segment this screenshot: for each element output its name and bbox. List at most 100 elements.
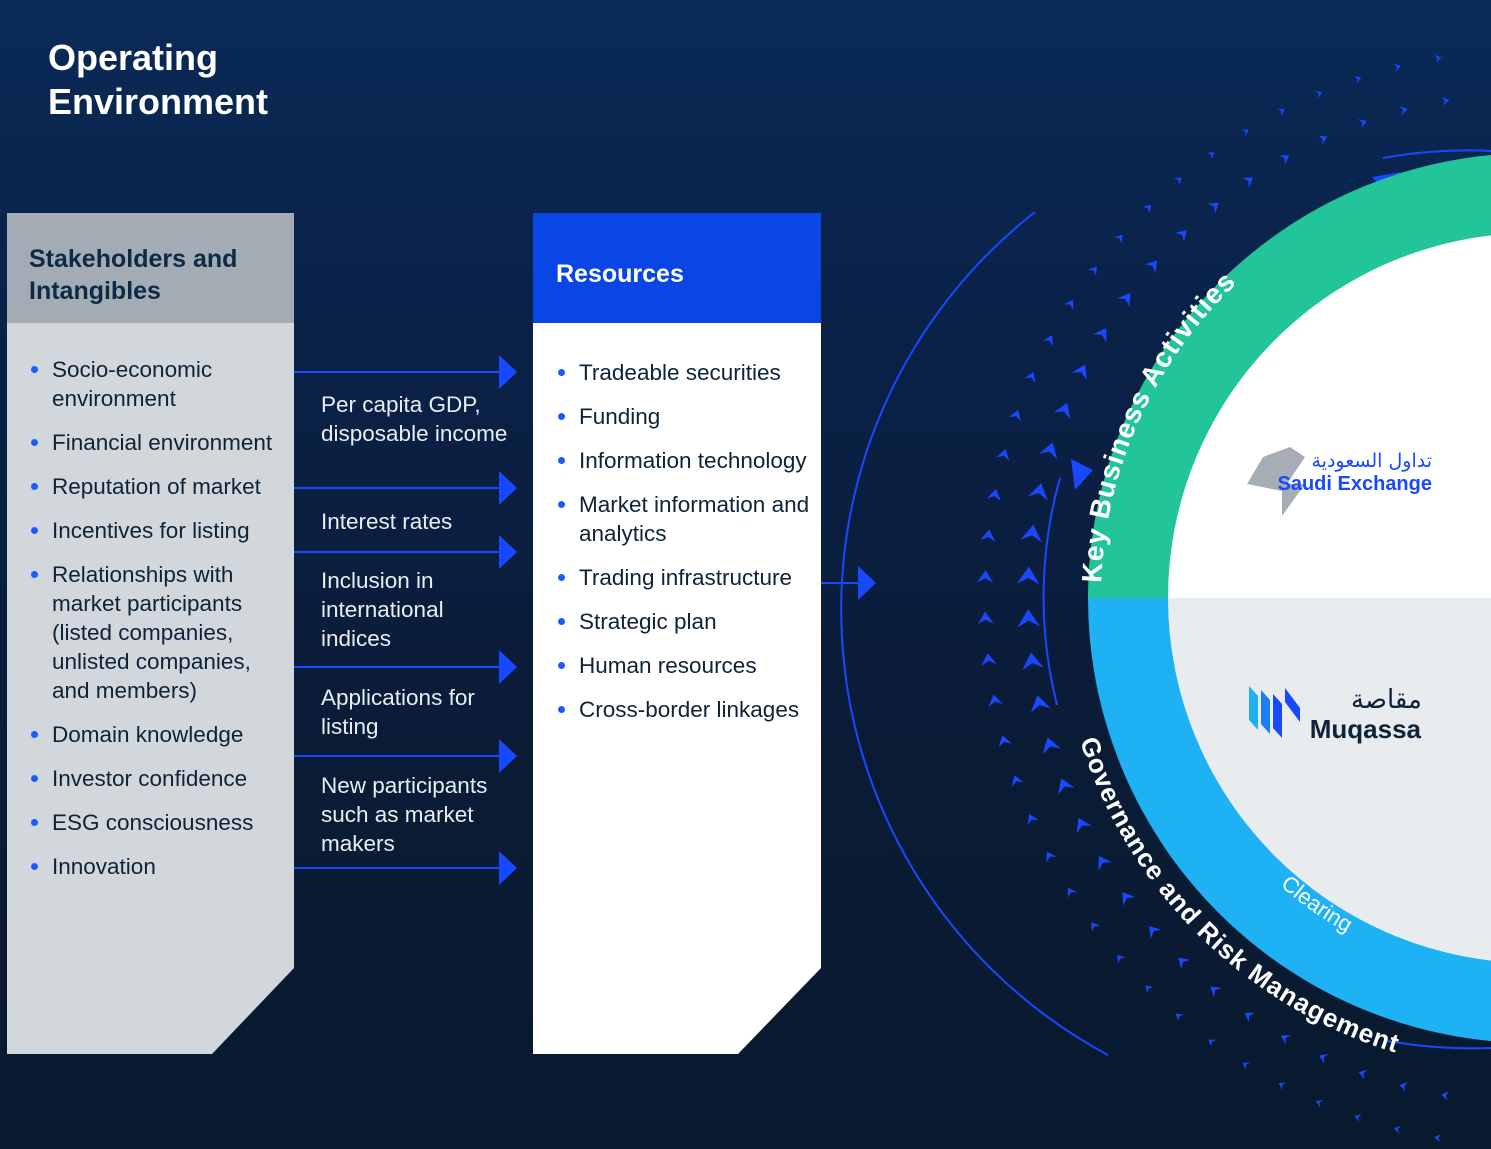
connector-line (821, 582, 866, 584)
chevron-icon (1277, 108, 1285, 116)
chevron-icon (996, 449, 1010, 462)
connector-line (294, 551, 504, 553)
outer-arc (840, 211, 1109, 1056)
chevron-icon (1206, 152, 1215, 160)
connector-line (294, 867, 504, 869)
list-item: Financial environment (7, 428, 294, 457)
chevron-icon (1278, 1082, 1286, 1090)
bullet-icon (558, 662, 565, 669)
list-item: Market information and analytics (533, 490, 821, 548)
chevron-icon (1319, 1054, 1329, 1064)
chevron-icon (1244, 1012, 1256, 1023)
list-item: Incentives for listing (7, 516, 294, 545)
stakeholders-panel: Stakeholders and Intangibles Socio-econo… (7, 213, 294, 1054)
chevron-icon (1114, 234, 1123, 244)
chevron-icon (1315, 90, 1323, 99)
muqassa-logo: مقاصة Muqassa (1249, 685, 1422, 744)
chevron-icon (1178, 957, 1191, 970)
bullet-icon (558, 413, 565, 420)
logo-arabic-text: تداول السعودية (1312, 450, 1433, 472)
chevron-icon (977, 570, 994, 583)
chevron-icon (1024, 372, 1036, 384)
chevron-icon (1091, 922, 1101, 932)
chevron-icon (981, 653, 997, 666)
chevron-icon (1353, 75, 1362, 84)
connector-line (294, 371, 504, 373)
bullet-icon (558, 706, 565, 713)
connector-line (294, 755, 504, 757)
chevron-icon (1092, 327, 1107, 343)
chevron-icon (1279, 155, 1290, 165)
chevron-icon (1210, 986, 1222, 998)
list-item: Reputation of market (7, 472, 294, 501)
chevron-icon (1358, 118, 1367, 129)
list-item: Domain knowledge (7, 720, 294, 749)
resources-list: Tradeable securities Funding Information… (533, 358, 821, 739)
chevron-icon (1142, 204, 1152, 214)
chevron-icon (1144, 260, 1158, 274)
factor-gdp: Per capita GDP, disposable income (321, 392, 508, 446)
chevron-icon (1027, 814, 1039, 826)
chevron-icon (1063, 299, 1074, 311)
list-item: Information technology (533, 446, 821, 475)
chevron-icon (1071, 364, 1087, 381)
bullet-icon (558, 618, 565, 625)
bullet-icon (31, 775, 38, 782)
bullet-icon (31, 439, 38, 446)
chevron-icon (1354, 1114, 1362, 1122)
listing-disc (1168, 235, 1491, 598)
list-item: Innovation (7, 852, 294, 881)
arrow-right-icon (499, 851, 517, 885)
factor-indices: Inclusion in international indices (321, 568, 444, 651)
list-item: Relationships with market participants (… (7, 560, 294, 705)
bullet-icon (31, 819, 38, 826)
chevron-icon (1399, 1082, 1408, 1092)
saudi-exchange-logo: تداول السعودية Saudi Exchange (1247, 447, 1432, 516)
chevron-icon (1122, 892, 1136, 906)
chevron-icon (977, 611, 994, 625)
bullet-icon (558, 501, 565, 508)
bullet-icon (31, 731, 38, 738)
connector-line (294, 666, 504, 668)
chevron-icon (988, 694, 1003, 707)
list-item: Human resources (533, 651, 821, 680)
chevron-icon (1027, 483, 1048, 501)
chevron-icon (1017, 609, 1041, 628)
factor-interest-rates: Interest rates (321, 509, 453, 534)
logo-english-text: Saudi Exchange (1278, 473, 1433, 495)
chevron-icon (1038, 442, 1058, 460)
chevron-ring (977, 54, 1450, 1143)
resources-heading: Resources (533, 213, 821, 323)
chevron-icon (1242, 1062, 1251, 1070)
chevron-icon (980, 529, 996, 543)
logo-english-text: Muqassa (1310, 714, 1422, 744)
chevron-icon (1358, 1069, 1368, 1080)
inner-arc (1042, 477, 1061, 706)
chevron-icon (1207, 202, 1219, 214)
chevron-icon (1058, 778, 1075, 795)
top-return-arc (1382, 149, 1491, 159)
chevron-icon (1022, 652, 1044, 671)
chevron-icon (1441, 96, 1450, 106)
bullet-icon (31, 863, 38, 870)
arrow-right-icon (499, 355, 517, 389)
arrow-right-icon (499, 739, 517, 773)
list-item: Strategic plan (533, 607, 821, 636)
list-item: Investor confidence (7, 764, 294, 793)
list-item: Socio-economic environment (7, 355, 294, 413)
chevron-icon (1117, 293, 1131, 308)
arrow-right-icon (858, 566, 876, 600)
arrow-icon (1071, 459, 1093, 490)
chevron-icon (1046, 851, 1057, 863)
bullet-icon (31, 571, 38, 578)
chevron-icon (1241, 129, 1249, 137)
chevron-icon (1030, 695, 1051, 713)
chevron-icon (1042, 335, 1053, 346)
arrow-right-icon (499, 650, 517, 684)
chevron-icon (1008, 409, 1021, 422)
arrow-right-icon (499, 535, 517, 569)
chevron-icon (998, 735, 1012, 748)
chevron-icon (1011, 775, 1024, 787)
list-item: ESG consciousness (7, 808, 294, 837)
